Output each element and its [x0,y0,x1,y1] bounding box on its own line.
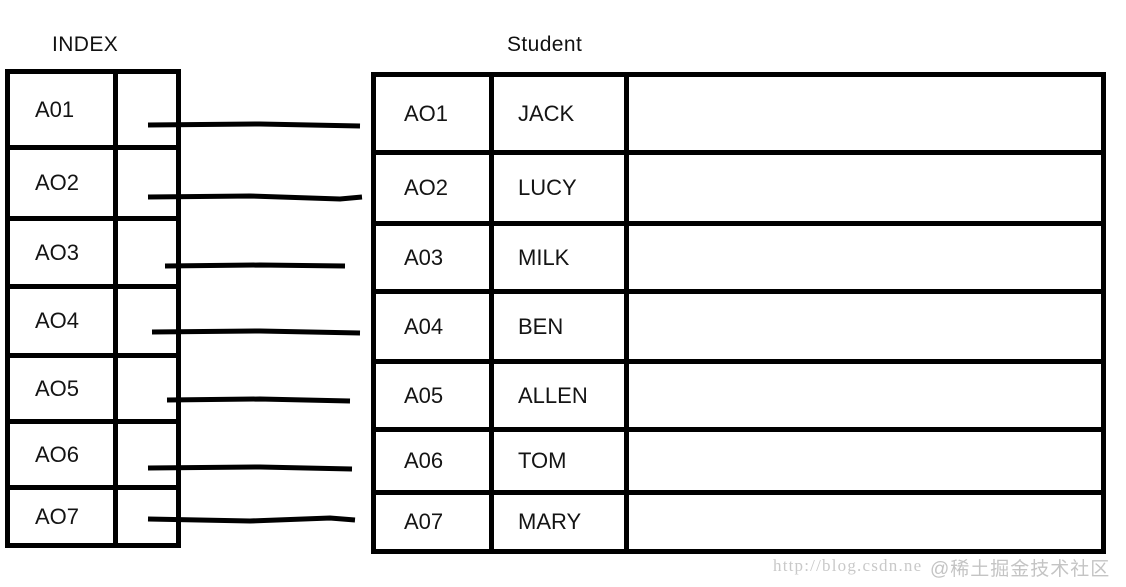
student-name-cell: ALLEN [494,364,629,427]
index-pointer-cell [118,358,176,419]
index-key-cell: AO6 [10,424,118,485]
student-extra-cell [629,155,1101,221]
student-name-cell: MARY [494,495,629,549]
index-pointer-cell [118,289,176,353]
student-extra-cell [629,77,1101,150]
table-row: A01 [10,74,176,150]
student-name-cell: BEN [494,294,629,359]
student-name-cell: LUCY [494,155,629,221]
student-table-caption: Student [507,33,583,56]
table-row: A03 MILK [376,226,1101,294]
student-extra-cell [629,364,1101,427]
index-key-cell: A01 [10,74,118,145]
student-extra-cell [629,432,1101,490]
student-extra-cell [629,294,1101,359]
student-id-cell: A03 [376,226,494,289]
index-key-cell: AO3 [10,221,118,284]
table-row: AO1 JACK [376,77,1101,155]
student-table: AO1 JACK AO2 LUCY A03 MILK A04 BEN A05 A… [371,72,1106,554]
pointer-line [151,328,361,336]
student-name-cell: TOM [494,432,629,490]
index-table-caption: INDEX [52,33,119,56]
index-key-cell: AO5 [10,358,118,419]
index-key-cell: AO2 [10,150,118,216]
pointer-line [164,262,346,269]
pointer-line [166,396,351,404]
table-row: AO4 [10,289,176,358]
table-row: AO2 LUCY [376,155,1101,226]
index-pointer-cell [118,424,176,485]
table-row: A06 TOM [376,432,1101,495]
index-pointer-cell [118,74,176,145]
table-row: A05 ALLEN [376,364,1101,432]
student-extra-cell [629,226,1101,289]
table-row: AO6 [10,424,176,490]
index-pointer-cell [118,490,176,543]
index-pointer-cell [118,150,176,216]
table-row: AO5 [10,358,176,424]
student-extra-cell [629,495,1101,549]
index-pointer-cell [118,221,176,284]
index-table: A01 AO2 AO3 AO4 AO5 AO6 AO7 [5,69,181,548]
student-id-cell: AO1 [376,77,494,150]
table-row: AO3 [10,221,176,289]
student-id-cell: AO2 [376,155,494,221]
watermark-brand: @稀土掘金技术社区 [930,559,1111,580]
student-name-cell: MILK [494,226,629,289]
student-id-cell: A04 [376,294,494,359]
table-row: A07 MARY [376,495,1101,549]
index-key-cell: AO4 [10,289,118,353]
watermark-url: http://blog.csdn.ne [773,556,923,575]
table-row: A04 BEN [376,294,1101,364]
student-name-cell: JACK [494,77,629,150]
student-id-cell: A07 [376,495,494,549]
index-key-cell: AO7 [10,490,118,543]
table-row: AO2 [10,150,176,221]
student-id-cell: A05 [376,364,494,427]
table-row: AO7 [10,490,176,543]
student-id-cell: A06 [376,432,494,490]
